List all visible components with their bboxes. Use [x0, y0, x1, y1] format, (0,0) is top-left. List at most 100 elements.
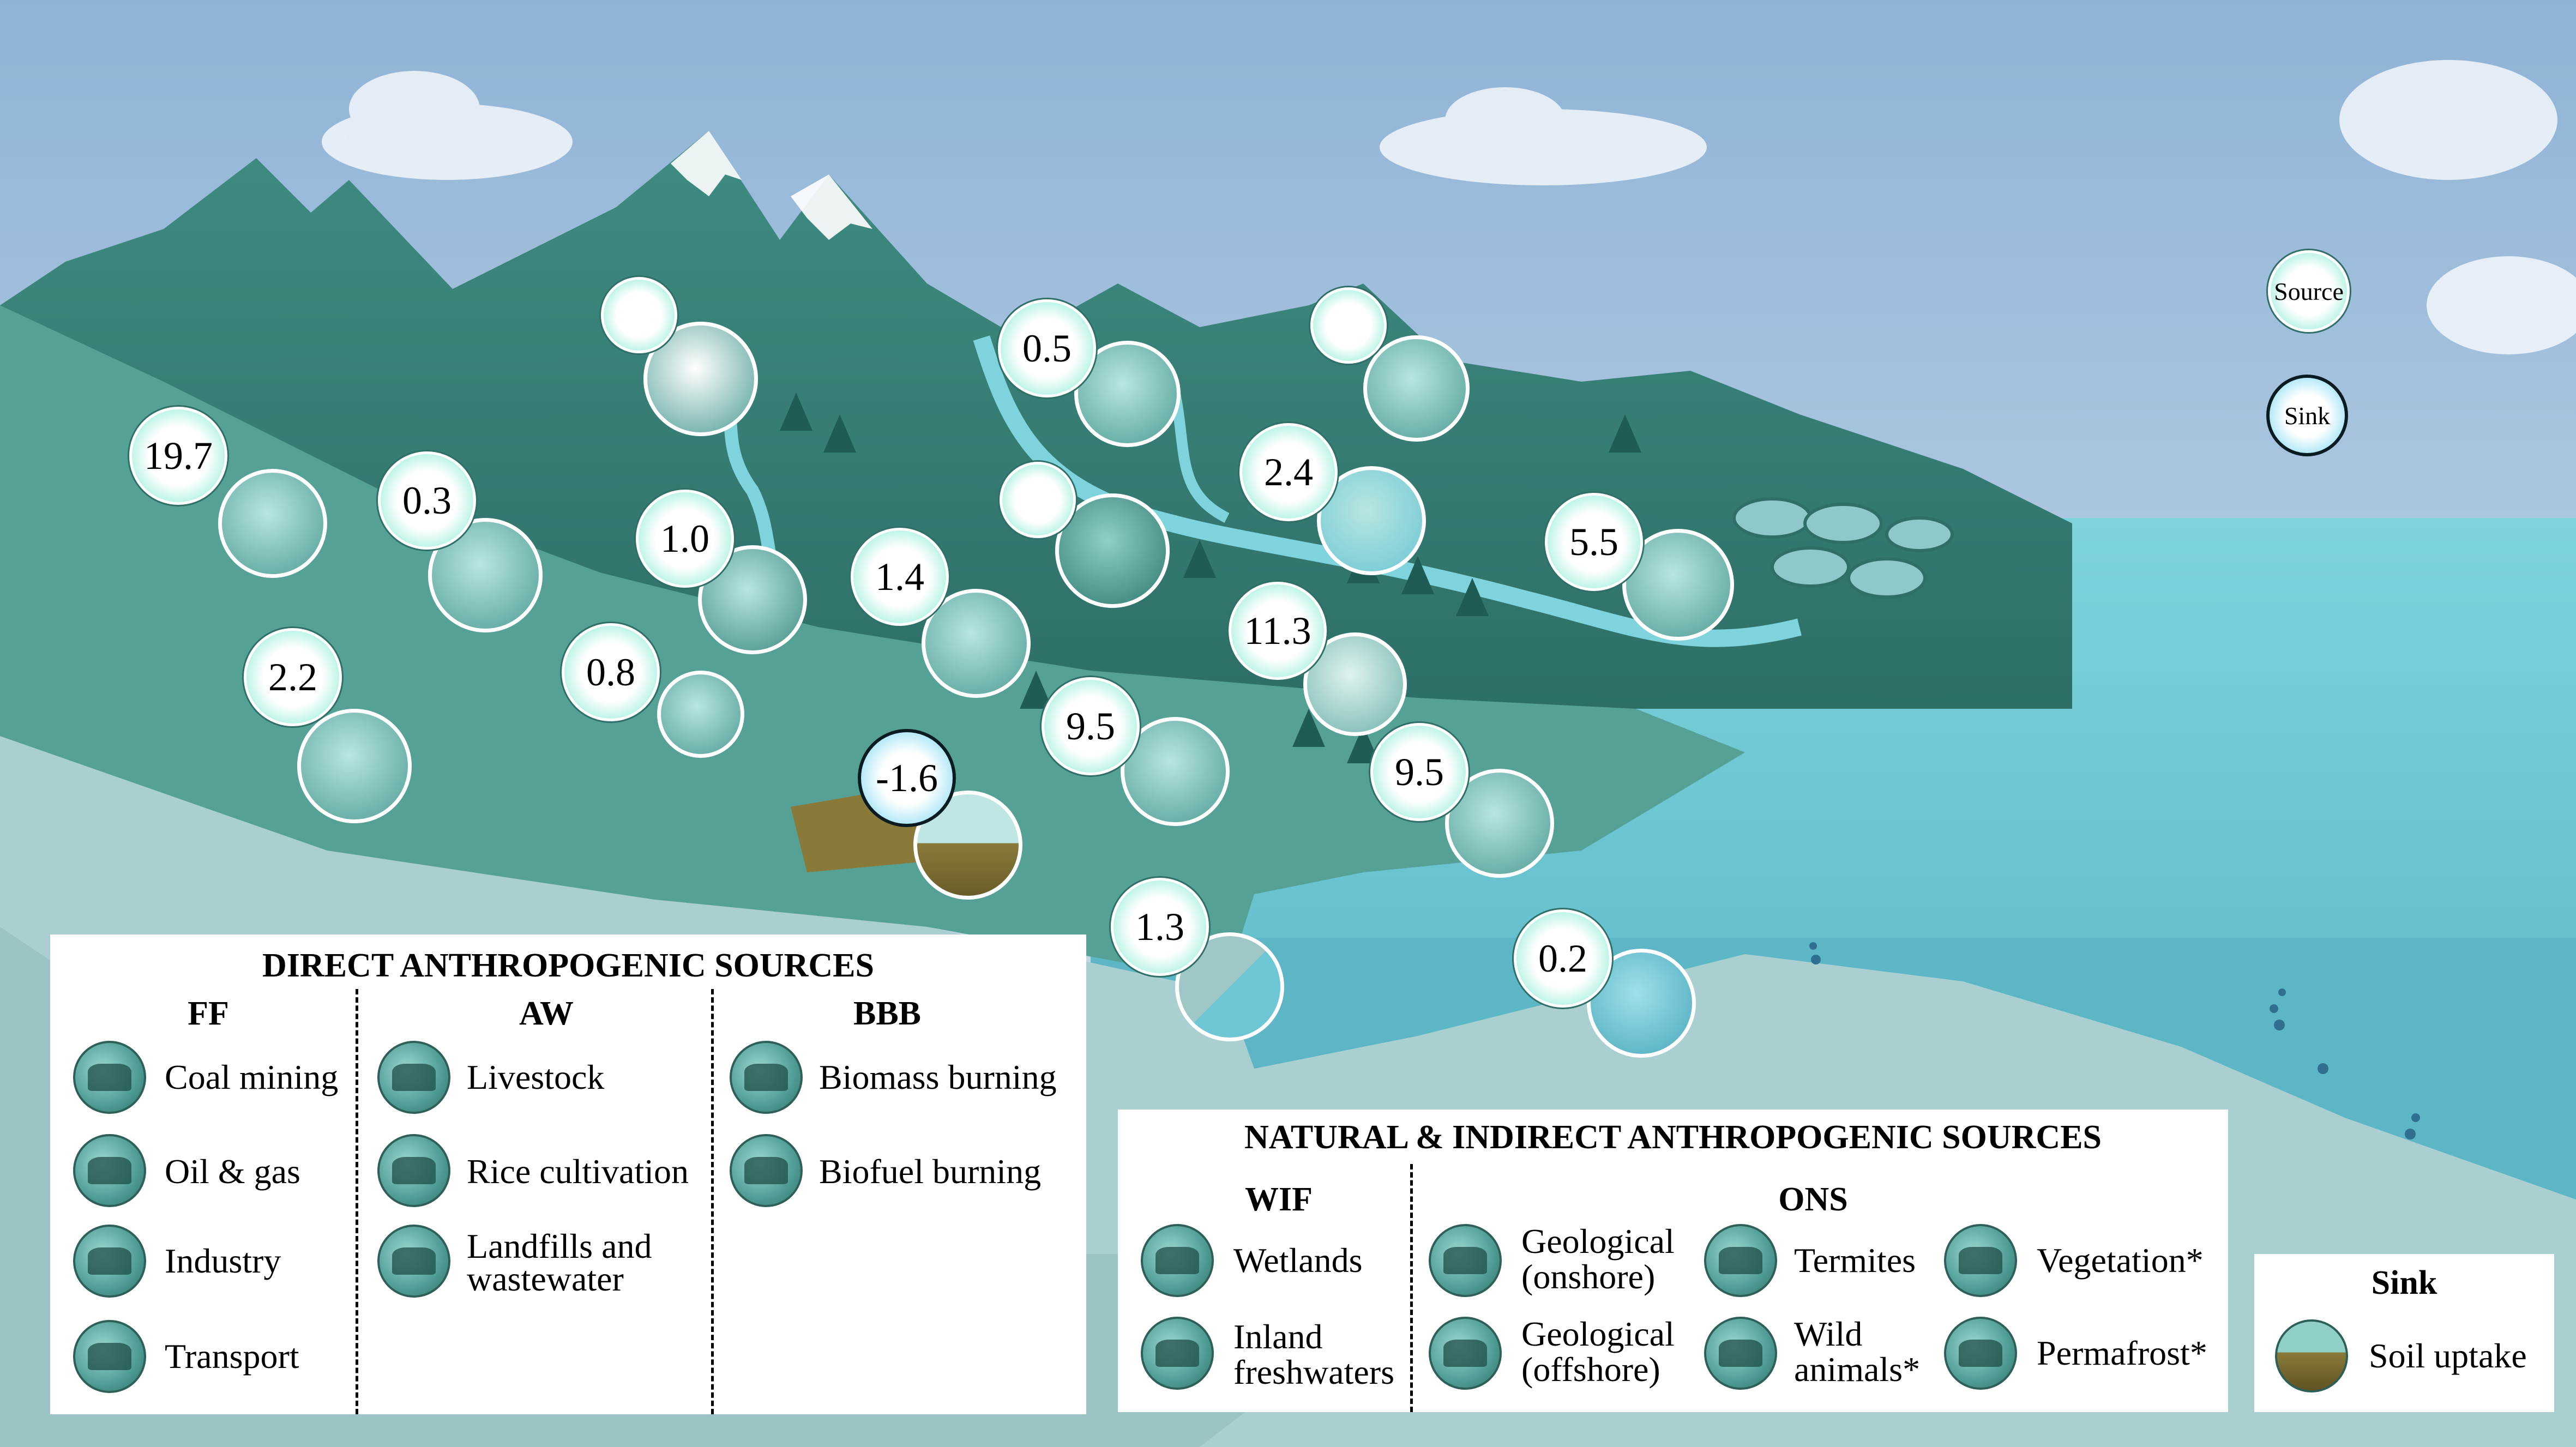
badge-value: 19.7	[144, 433, 213, 478]
badge-value: 9.5	[1395, 750, 1444, 794]
badge-value: 11.3	[1244, 608, 1311, 653]
legend-termites: Termites	[1794, 1241, 1916, 1280]
wetlands-icon	[1141, 1224, 1214, 1297]
legend-natural-title: NATURAL & INDIRECT ANTHROPOGENIC SOURCES	[1244, 1119, 2102, 1156]
legend-inland-line1: Inland	[1233, 1317, 1323, 1356]
divider-ff-aw	[356, 989, 358, 1414]
biofuel-burning-icon	[730, 1134, 803, 1207]
rice-cultivation-icon	[377, 1134, 450, 1207]
badge-coal-mining: 19.7	[129, 407, 227, 505]
legend-direct-title: DIRECT ANTHROPOGENIC SOURCES	[262, 947, 874, 984]
landfills-scene	[1121, 717, 1230, 826]
industry-scene	[657, 671, 744, 758]
inland-freshwaters-icon	[1141, 1317, 1214, 1390]
legend-livestock: Livestock	[467, 1058, 605, 1096]
legend-wetlands: Wetlands	[1233, 1241, 1363, 1280]
badge-landfills: 9.5	[1042, 677, 1140, 775]
badge-livestock: 11.3	[1229, 582, 1327, 680]
badge-termites: 0.5	[998, 299, 1096, 397]
badge-geological-onshore: 1.3	[1111, 878, 1209, 976]
legend-biomass-burning: Biomass burning	[819, 1058, 1057, 1096]
badge-value: 5.5	[1569, 520, 1618, 564]
key-source-label: Source	[2274, 277, 2344, 305]
badge-permafrost	[601, 277, 677, 353]
badge-biomass-burning: 1.0	[636, 490, 734, 588]
badge-transport: 0.3	[378, 451, 476, 550]
badge-rice-cultivation: 9.5	[1370, 723, 1468, 821]
legend-landfills-line1: Landfills and	[467, 1227, 652, 1265]
badge-biofuel-burning: 1.4	[851, 528, 949, 626]
coal-mining-scene	[218, 469, 327, 578]
valley-land	[0, 305, 1745, 981]
key-sink: Sink	[2266, 375, 2348, 456]
badge-value	[1313, 290, 1384, 361]
permafrost-scene	[643, 322, 758, 436]
wild-animals-icon	[1704, 1317, 1777, 1390]
badge-value: 0.8	[586, 650, 635, 694]
landfills-icon	[377, 1225, 450, 1298]
badge-wild-animals	[1310, 287, 1387, 364]
snow-cap-left	[671, 131, 742, 196]
badge-value: 0.3	[402, 478, 452, 522]
legend-inland-line2: freshwaters	[1233, 1353, 1394, 1391]
vegetation-icon	[1944, 1224, 2017, 1297]
termites-icon	[1704, 1224, 1777, 1297]
divider-wif-ons	[1410, 1164, 1413, 1412]
divider-aw-bbb	[711, 989, 714, 1414]
biofuel-burning-scene	[922, 589, 1031, 698]
industry-icon	[73, 1225, 146, 1298]
legend-geo-offshore-line2: (offshore)	[1521, 1350, 1660, 1389]
badge-value: 2.2	[268, 655, 317, 699]
legend-geo-onshore-line2: (onshore)	[1521, 1257, 1656, 1296]
badge-value: 1.3	[1135, 905, 1184, 949]
livestock-icon	[377, 1041, 450, 1114]
sink-heading: Sink	[2371, 1264, 2437, 1301]
legend-biofuel-burning: Biofuel burning	[819, 1152, 1042, 1191]
biomass-burning-icon	[730, 1041, 803, 1114]
oil-gas-icon	[73, 1134, 146, 1207]
legend-permafrost: Permafrost*	[2037, 1334, 2207, 1372]
badge-value: -1.6	[876, 756, 938, 800]
snow-cap-right	[791, 174, 872, 240]
legend-direct: DIRECT ANTHROPOGENIC SOURCES FF AW BBB C…	[50, 934, 1086, 1414]
oil-gas-scene	[297, 709, 412, 823]
clouds	[322, 60, 2576, 354]
permafrost-icon	[1944, 1317, 2017, 1390]
badge-inland-freshwaters: 2.4	[1239, 423, 1338, 521]
badge-value: 9.5	[1066, 704, 1115, 748]
badge-value: 0.2	[1538, 936, 1587, 980]
legend-natural: NATURAL & INDIRECT ANTHROPOGENIC SOURCES…	[1118, 1110, 2228, 1412]
badge-soil-uptake: -1.6	[858, 729, 956, 827]
legend-wild-line1: Wild	[1794, 1315, 1863, 1353]
rice-terraces	[1732, 497, 1954, 599]
legend-landfills-line2: wastewater	[467, 1259, 624, 1298]
aw-heading: AW	[519, 995, 574, 1032]
geological-offshore-icon	[1429, 1317, 1502, 1390]
legend-transport: Transport	[165, 1337, 299, 1376]
termites-scene	[1074, 341, 1181, 447]
legend-wild-line2: animals*	[1794, 1350, 1921, 1389]
ff-heading: FF	[188, 995, 229, 1032]
legend-rice-cultivation: Rice cultivation	[467, 1152, 689, 1191]
badge-oil-gas: 2.2	[244, 628, 342, 726]
badge-value: 2.4	[1264, 450, 1313, 494]
legend-soil-uptake: Soil uptake	[2369, 1336, 2527, 1375]
legend-vegetation: Vegetation*	[2037, 1241, 2204, 1280]
badge-industry: 0.8	[562, 623, 660, 721]
legend-oil-gas: Oil & gas	[165, 1152, 300, 1191]
geological-onshore-icon	[1429, 1224, 1502, 1297]
wif-heading: WIF	[1245, 1181, 1313, 1218]
badge-value: 1.4	[875, 554, 924, 599]
bbb-heading: BBB	[853, 995, 922, 1032]
badge-wetlands: 5.5	[1545, 493, 1643, 591]
badge-value	[604, 280, 675, 351]
ons-heading: ONS	[1778, 1181, 1848, 1218]
key-source: Source	[2268, 250, 2350, 332]
legend-geo-offshore-line1: Geological	[1521, 1315, 1675, 1353]
badge-geological-offshore: 0.2	[1514, 909, 1612, 1008]
badge-value: 0.5	[1022, 326, 1072, 370]
vegetation-scene	[1055, 493, 1170, 608]
legend-geo-onshore-line1: Geological	[1521, 1222, 1675, 1261]
legend-sink: Sink Soil uptake	[2254, 1254, 2554, 1412]
